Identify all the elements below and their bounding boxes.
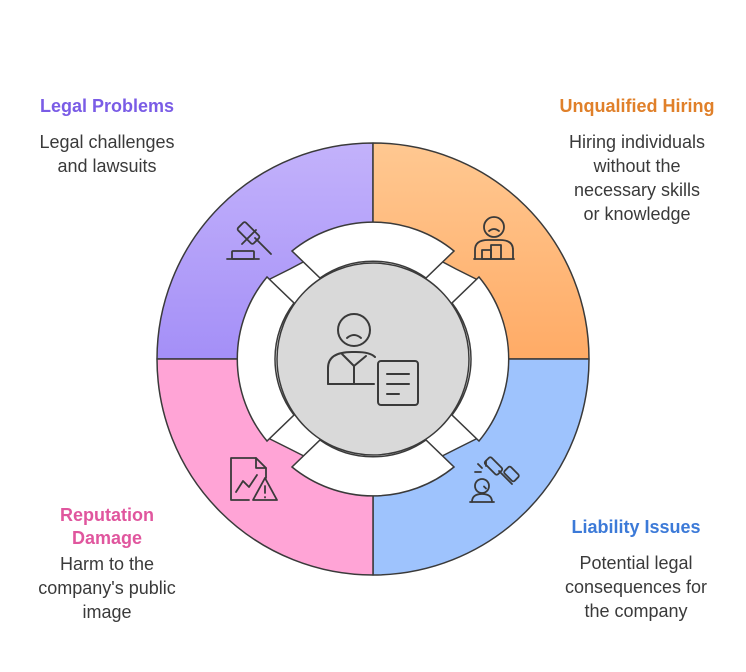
desc-line: image — [82, 602, 132, 622]
desc-line: Hiring individuals — [568, 132, 706, 152]
inner-gap-left — [236, 275, 296, 443]
desc-line: necessary skills — [573, 180, 701, 200]
center-hub — [276, 262, 470, 456]
desc-line: consequences for — [564, 577, 708, 597]
document-warning-icon — [230, 457, 278, 501]
reputation-damage-label: Reputation Damage Harm to the company's … — [12, 504, 202, 624]
liability-issues-title: Liability Issues — [571, 517, 701, 537]
title-line: Damage — [71, 528, 143, 548]
gavel-icon — [226, 221, 272, 260]
reputation-damage-title: Reputation Damage — [12, 504, 202, 550]
unqualified-hiring-description: Hiring individuals without the necessary… — [545, 130, 729, 226]
inner-gap-right — [450, 275, 510, 443]
desc-line: the company — [584, 601, 688, 621]
desc-line: company's public — [38, 578, 176, 598]
unqualified-person-icon — [473, 216, 515, 260]
legal-problems-description: Legal challenges and lawsuits — [0, 130, 214, 178]
desc-line: Legal challenges — [39, 132, 175, 152]
inner-gap-top — [290, 221, 456, 279]
legal-problems-label: Legal Problems Legal challenges and laws… — [0, 95, 214, 178]
reputation-damage-description: Harm to the company's public image — [12, 552, 202, 624]
desc-line: Harm to the — [59, 554, 155, 574]
person-gavel-icon — [469, 456, 520, 503]
desc-line: without the — [593, 156, 681, 176]
inner-gap-bottom — [290, 439, 456, 497]
sad-person-document-icon — [327, 313, 419, 406]
desc-line: or knowledge — [583, 204, 691, 224]
unqualified-hiring-title: Unqualified Hiring — [559, 96, 715, 116]
desc-line: Potential legal — [579, 553, 693, 573]
title-line: Reputation — [60, 505, 154, 525]
desc-line: and lawsuits — [57, 156, 157, 176]
unqualified-hiring-label: Unqualified Hiring Hiring individuals wi… — [545, 95, 729, 226]
liability-issues-description: Potential legal consequences for the com… — [546, 551, 726, 623]
liability-issues-label: Liability Issues Potential legal consequ… — [546, 516, 726, 623]
legal-problems-title: Legal Problems — [39, 96, 175, 116]
